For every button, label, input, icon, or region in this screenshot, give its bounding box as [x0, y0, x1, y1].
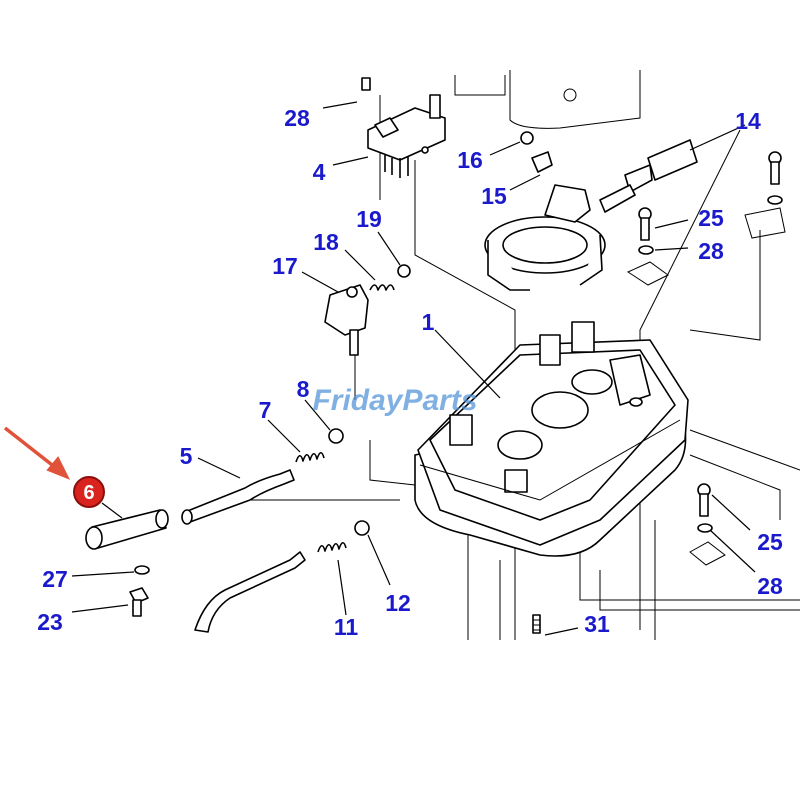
- part-5-rod: [181, 469, 295, 525]
- part-label-11: 11: [334, 614, 359, 640]
- part-27-washer: [134, 565, 150, 575]
- part-label-15: 15: [481, 183, 507, 209]
- part-number-labels: 28 4 16 15 14 25 28 19 18 17 1 8 7 5 27 …: [37, 105, 783, 640]
- part-4-switch: [361, 77, 446, 178]
- part-label-17: 17: [272, 253, 298, 279]
- part-23-bolt: [129, 587, 149, 617]
- part-16-ball: [520, 131, 534, 145]
- part-31-screw: [532, 614, 541, 634]
- part-19-ball: [397, 264, 411, 278]
- plate-upper: [626, 261, 669, 286]
- part-15-collar: [484, 151, 606, 291]
- part-label-5: 5: [180, 443, 193, 469]
- leader-lines: [71, 101, 756, 636]
- watermark-text: FridayParts: [312, 384, 477, 417]
- part-18-spring: [369, 284, 395, 291]
- part-label-28-upper: 28: [698, 238, 724, 264]
- part-label-16: 16: [457, 147, 483, 173]
- part-label-28-lower: 28: [757, 573, 783, 599]
- part-label-7: 7: [259, 397, 272, 423]
- part-label-4: 4: [313, 159, 326, 185]
- part-screw-right: [744, 151, 786, 239]
- part-25-lower-screw: [697, 483, 711, 517]
- part-28-lower-washer: [697, 523, 713, 533]
- part-8-ball: [328, 428, 344, 444]
- part-label-19: 19: [356, 206, 382, 232]
- part-label-6: 6: [83, 482, 94, 504]
- part-label-25-lower: 25: [757, 529, 783, 555]
- part-label-18: 18: [313, 229, 339, 255]
- part-label-12: 12: [385, 590, 411, 616]
- part-17-sensor: [324, 284, 369, 356]
- part-label-28-top: 28: [284, 105, 310, 131]
- part-6-pin: [85, 509, 169, 550]
- highlight-arrow: [3, 426, 71, 480]
- lower-rod: [194, 551, 306, 633]
- part-12-ball: [354, 520, 370, 536]
- part-25-upper-screw: [638, 207, 652, 241]
- part-14-lever: [599, 124, 746, 213]
- part-1-housing: [414, 321, 689, 557]
- part-label-1: 1: [422, 309, 435, 335]
- part-label-25-upper: 25: [698, 205, 724, 231]
- part-28-upper-washer: [638, 245, 654, 255]
- part-label-27: 27: [42, 566, 68, 592]
- part-label-14: 14: [735, 108, 761, 134]
- part-label-31: 31: [584, 611, 610, 637]
- part-7-spring: [295, 451, 325, 463]
- part-11-spring: [317, 541, 347, 553]
- part-label-8: 8: [297, 376, 310, 402]
- part-label-23: 23: [37, 609, 63, 635]
- plate-lower: [689, 541, 726, 566]
- highlight-badge: 6: [73, 476, 105, 508]
